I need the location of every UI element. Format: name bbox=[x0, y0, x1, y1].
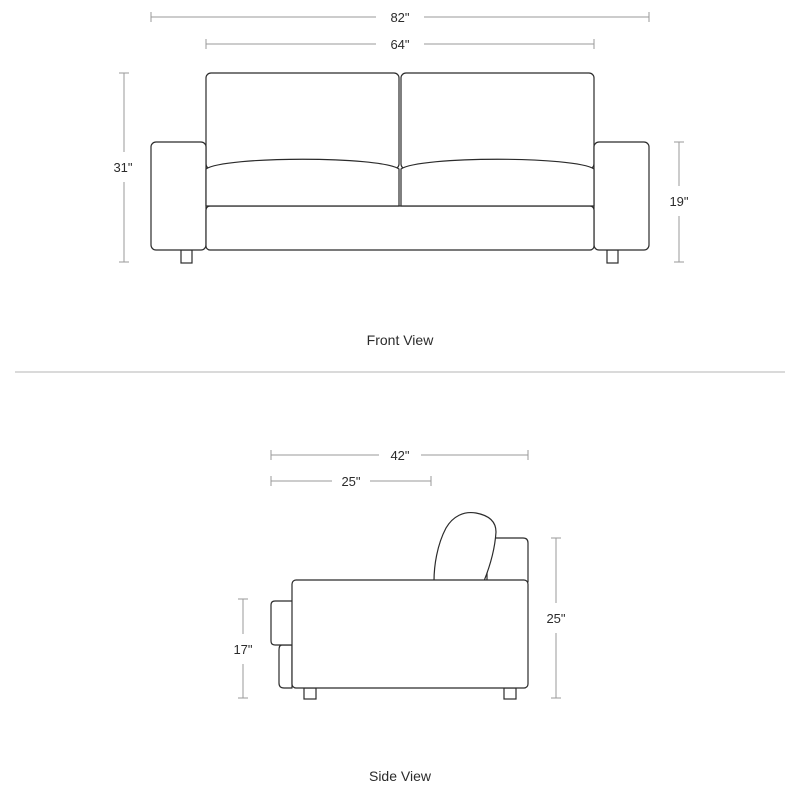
front-left-leg bbox=[180, 249, 193, 264]
seat-cushion-side bbox=[278, 644, 293, 689]
overall-height-label: 31" bbox=[113, 160, 132, 175]
side-back-leg bbox=[503, 687, 517, 700]
side-view: 42" 25" 17" 25" bbox=[233, 448, 565, 784]
right-arm bbox=[593, 141, 650, 251]
dimension-overall-depth: 42" bbox=[270, 448, 529, 463]
dimension-overall-height: 31" bbox=[113, 72, 133, 263]
seat-cushion-left bbox=[205, 158, 400, 207]
seat-depth-label: 25" bbox=[341, 474, 360, 489]
overall-depth-label: 42" bbox=[390, 448, 409, 463]
side-arm-body bbox=[291, 579, 529, 689]
front-view-caption: Front View bbox=[367, 332, 435, 348]
sofa-front-drawing bbox=[150, 72, 650, 264]
back-cushion-left bbox=[205, 72, 400, 170]
back-arm-side bbox=[486, 537, 529, 583]
dimension-seat-height: 17" bbox=[233, 598, 253, 699]
front-view: 82" 64" 31" 19" bbox=[113, 10, 688, 348]
side-arm-height-label: 25" bbox=[546, 611, 565, 626]
back-cushion-side bbox=[433, 511, 497, 582]
side-view-caption: Side View bbox=[369, 768, 432, 784]
overall-width-label: 82" bbox=[390, 10, 409, 25]
seat-width-label: 64" bbox=[390, 37, 409, 52]
dimension-seat-width: 64" bbox=[205, 37, 595, 52]
side-front-leg bbox=[303, 687, 317, 700]
front-cushion-side bbox=[270, 600, 294, 646]
sofa-side-drawing bbox=[270, 511, 529, 700]
left-arm bbox=[150, 141, 207, 251]
dimension-arm-height: 19" bbox=[669, 141, 689, 263]
front-right-leg bbox=[606, 249, 619, 264]
dimension-side-arm-height: 25" bbox=[546, 537, 566, 699]
back-cushion-right bbox=[400, 72, 595, 170]
sofa-base bbox=[205, 205, 595, 251]
seat-height-label: 17" bbox=[233, 642, 252, 657]
dimension-seat-depth: 25" bbox=[270, 474, 432, 489]
arm-height-label: 19" bbox=[669, 194, 688, 209]
dimension-overall-width: 82" bbox=[150, 10, 650, 25]
seat-cushion-right bbox=[400, 158, 595, 207]
